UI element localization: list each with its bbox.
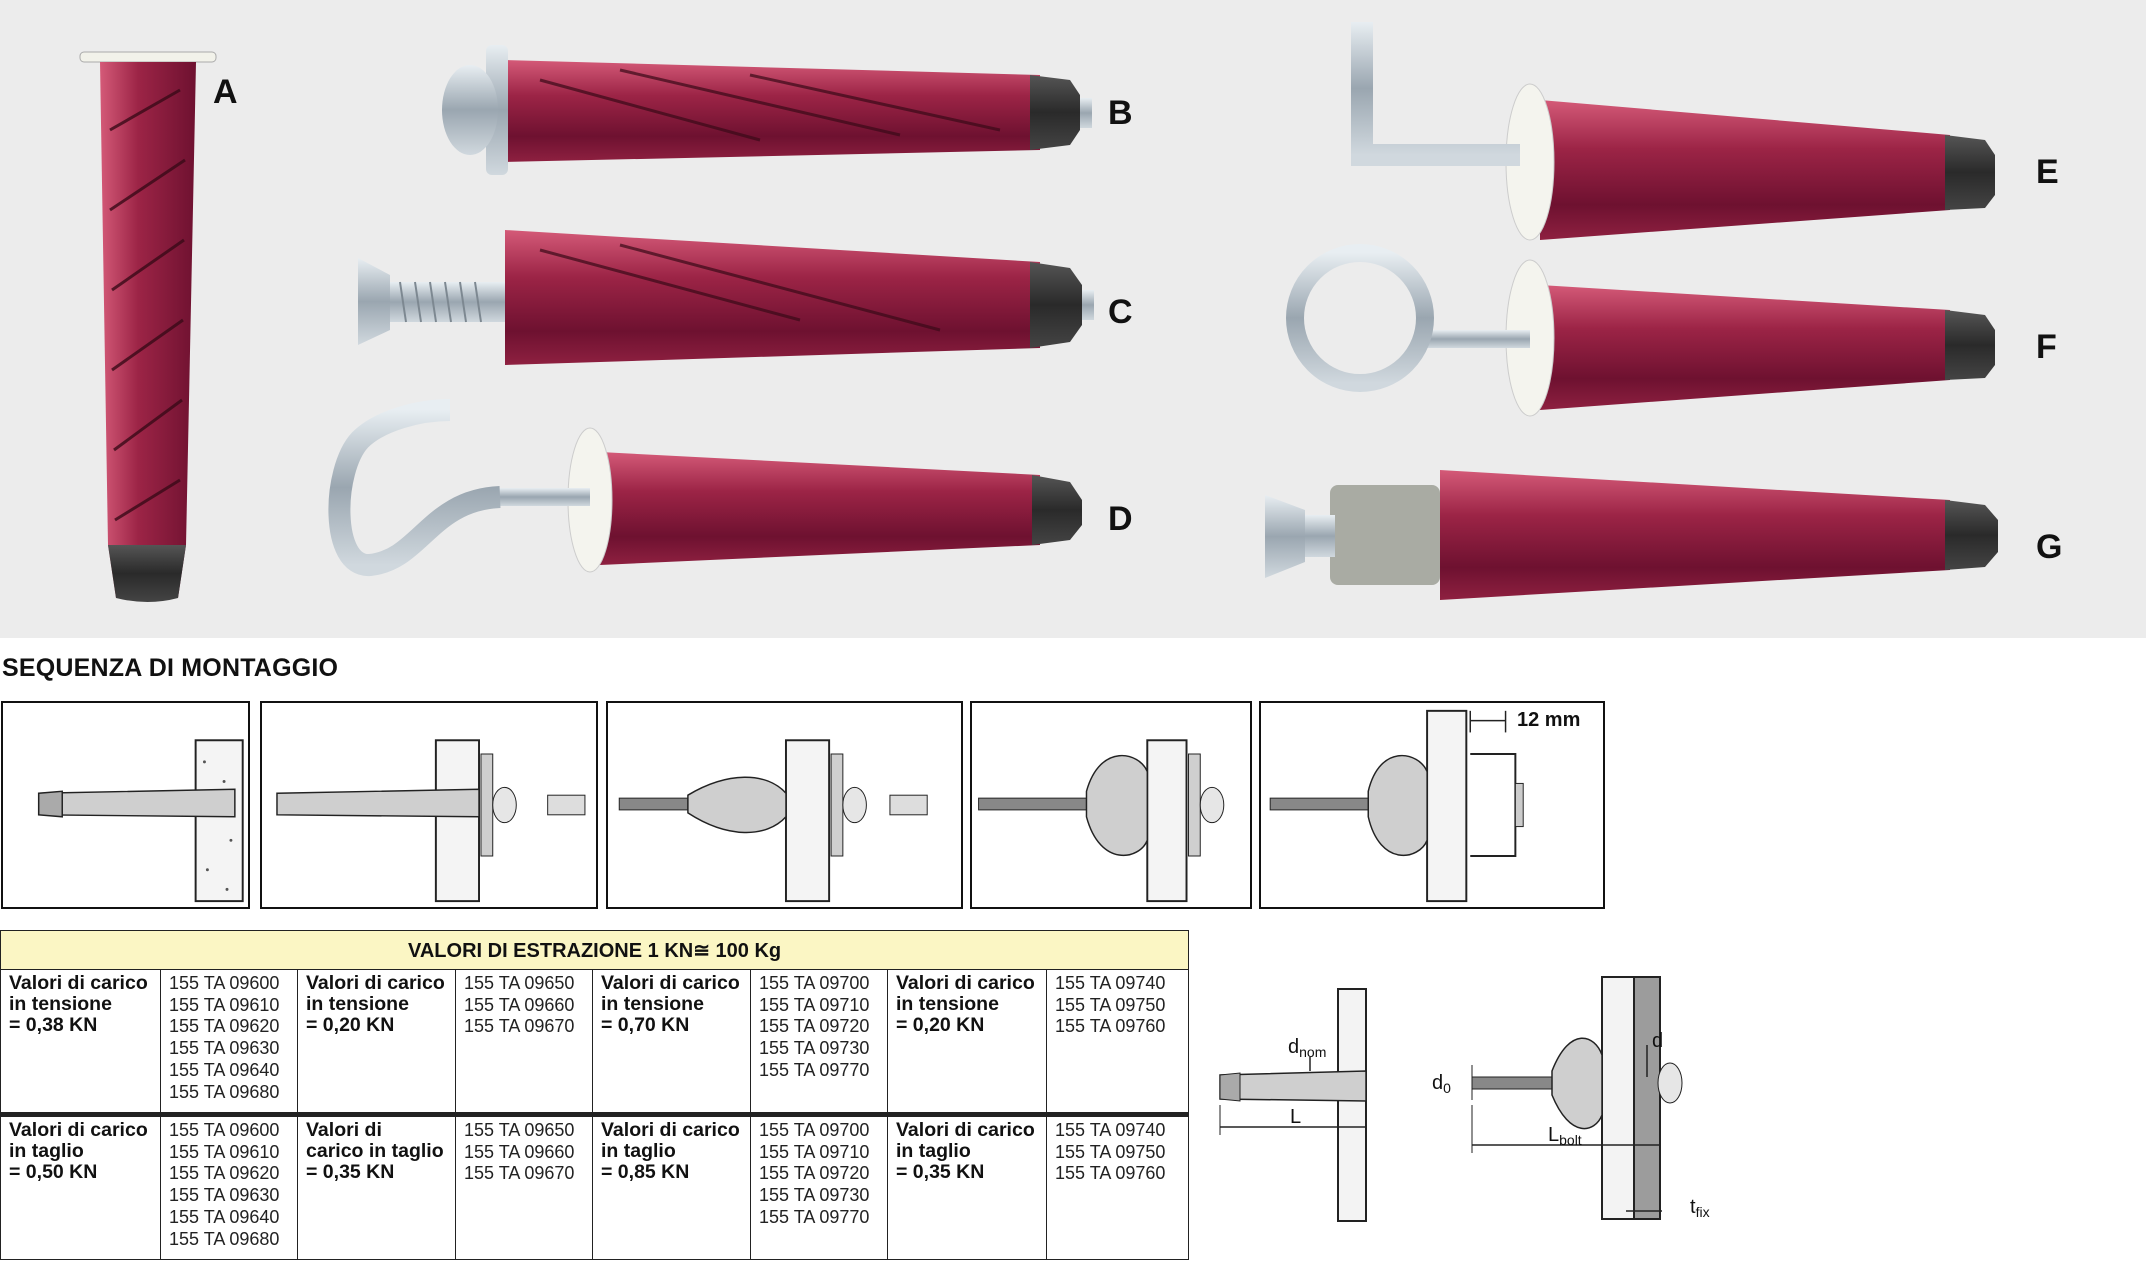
anchor-f (1286, 244, 1995, 417)
label-c: C (1108, 293, 1133, 331)
assembly-step-2 (260, 701, 598, 909)
anchor-illustrations (79, 22, 1998, 602)
dimension-diagrams: dnom L d0 d Lbolt tfix (1210, 975, 1770, 1230)
product-photo-panel: A B C D E F G (0, 0, 2146, 638)
dim-l: L (1290, 1106, 1301, 1128)
dim-d0: d0 (1432, 1072, 1451, 1096)
table-header: VALORI DI ESTRAZIONE 1 KN≅ 100 Kg (0, 930, 1190, 970)
anchor-a (79, 51, 217, 602)
dim-l-bolt: Lbolt (1548, 1124, 1582, 1148)
assembly-step-3 (606, 701, 963, 909)
label-d: D (1108, 500, 1133, 538)
dim-t-fix: tfix (1690, 1196, 1710, 1220)
label-g: G (2036, 528, 2063, 566)
label-f: F (2036, 328, 2057, 366)
assembly-step-4 (970, 701, 1252, 909)
anchor-g (1265, 470, 1998, 600)
anchor-d (328, 399, 1082, 576)
anchor-b (442, 45, 1092, 175)
dim-d-nom: dnom (1288, 1036, 1326, 1060)
assembly-step-1 (1, 701, 250, 909)
extraction-values-table: VALORI DI ESTRAZIONE 1 KN≅ 100 Kg Valori… (0, 930, 1190, 1260)
assembly-step-5: 12 mm (1259, 701, 1605, 909)
anchor-c (358, 230, 1094, 365)
label-a: A (213, 73, 238, 111)
dim-d: d (1652, 1030, 1663, 1052)
assembly-sequence-title: SEQUENZA DI MONTAGGIO (2, 654, 339, 682)
dimension-diagram-bolt: d0 d Lbolt tfix (1432, 976, 1710, 1220)
label-b: B (1108, 94, 1133, 132)
label-e: E (2036, 153, 2059, 191)
offset-12mm-label: 12 mm (1517, 709, 1581, 731)
dimension-diagram-plug: dnom L (1219, 988, 1367, 1222)
anchor-e (1351, 22, 1995, 241)
